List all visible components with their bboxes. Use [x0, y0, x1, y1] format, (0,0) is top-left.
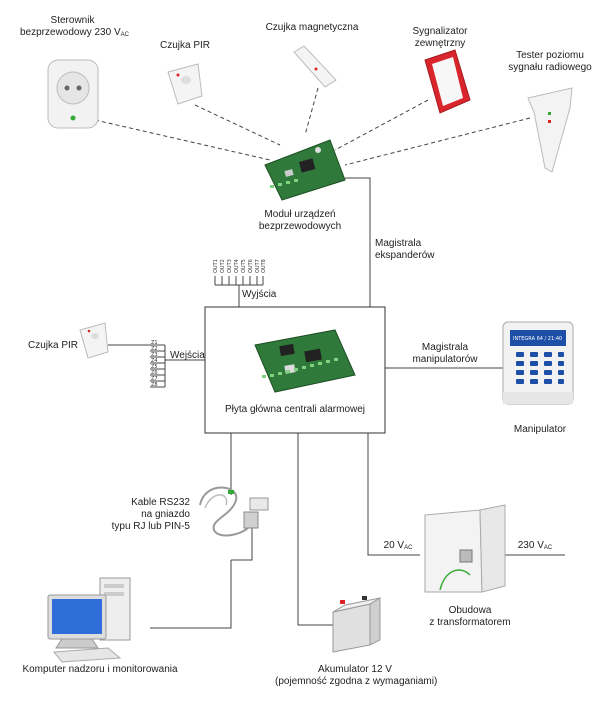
label-main-panel: Płyta główna centrali alarmowej: [224, 404, 366, 415]
label-outputs: Wyjścia: [242, 289, 277, 300]
battery-image: [332, 596, 381, 653]
label-subscript: AC: [404, 545, 413, 551]
label-pir-left: Czujka PIR: [28, 340, 79, 351]
label-line: typu RJ lub PIN-5: [111, 521, 190, 532]
label-line: bezprzewodowych: [258, 221, 342, 232]
input-label: Z7: [151, 376, 158, 382]
label-line: ekspanderów: [375, 250, 435, 261]
output-label: OUT4: [234, 259, 240, 273]
label-pir-top: Czujka PIR: [159, 40, 210, 51]
label-inputs: Wejścia: [170, 350, 205, 361]
label-line: sygnału radiowego: [508, 62, 592, 73]
label-230vac: 230 VAC: [510, 540, 560, 554]
socket-controller-image: [47, 59, 99, 129]
label-signal-tester: Tester poziomu sygnału radiowego: [505, 50, 595, 74]
input-label: Z6: [151, 370, 158, 376]
wireless-links: [94, 87, 531, 166]
label-line: Magistrala: [375, 238, 422, 249]
output-label: OUT1: [213, 259, 219, 273]
label-enclosure: Obudowa z transformatorem: [420, 605, 520, 629]
label-text: 230 V: [517, 540, 544, 551]
input-label: Z8: [151, 382, 158, 388]
output-label: OUT5: [241, 259, 247, 273]
wired-links: [108, 177, 565, 629]
pir-sensor-left-image: [79, 322, 109, 359]
label-subscript: AC: [543, 545, 553, 551]
label-rs232: Kable RS232 na gniazdo typu RJ lub PIN-5: [90, 497, 190, 533]
label-line: Akumulator 12 V: [318, 664, 392, 675]
label-line: Moduł urządzeń: [264, 209, 336, 220]
label-line: Sygnalizator: [412, 26, 468, 37]
label-20vac: 20 VAC: [378, 540, 418, 554]
label-line: Obudowa: [448, 605, 492, 616]
input-terminal-labels: Z1 Z2 Z3 Z4 Z5 Z6 Z7 Z8: [151, 340, 158, 388]
enclosure-image: [424, 504, 506, 593]
wireless-module-image: [264, 139, 346, 201]
label-line: (pojemność zgodna z wymaganiami): [275, 676, 438, 687]
computer-image: [47, 577, 131, 663]
input-label: Z1: [151, 340, 158, 346]
label-keypad: Manipulator: [513, 424, 567, 435]
keypad-display-text: INTEGRA 64 / 21:40: [513, 336, 562, 342]
label-line: Kable RS232: [131, 497, 190, 508]
pir-sensor-top-image: [167, 63, 203, 105]
label-battery: Akumulator 12 V (pojemność zgodna z wyma…: [275, 664, 438, 688]
label-subscript: AC: [120, 32, 129, 38]
label-expander-bus: Magistrala ekspanderów: [375, 238, 455, 262]
label-line: z transformatorem: [429, 617, 511, 628]
label-wireless-module: Moduł urządzeń bezprzewodowych: [250, 209, 350, 233]
main-board-image: [254, 329, 356, 393]
label-line: Sterownik: [50, 15, 95, 26]
magnetic-sensor-image: [293, 45, 337, 88]
input-label: Z3: [151, 352, 158, 358]
output-label: OUT2: [220, 259, 226, 273]
label-text: bezprzewodowy 230 V: [20, 27, 121, 38]
output-label: OUT7: [255, 259, 261, 273]
label-siren: Sygnalizator zewnętrzny: [405, 26, 475, 50]
output-label: OUT3: [227, 259, 233, 273]
label-line: manipulatorów: [412, 354, 478, 365]
input-label: Z5: [151, 364, 158, 370]
signal-tester-image: [527, 87, 573, 173]
label-text: 20 V: [383, 540, 405, 551]
label-socket-controller: Sterownik bezprzewodowy 230 VAC: [20, 15, 129, 41]
input-label: Z2: [151, 346, 158, 352]
input-label: Z4: [151, 358, 158, 364]
label-line: bezprzewodowy 230 VAC: [20, 27, 129, 41]
label-line: Magistrala: [421, 342, 469, 353]
label-keypad-bus: Magistrala manipulatorów: [400, 342, 490, 366]
output-label: OUT8: [261, 259, 267, 273]
keypad-image: INTEGRA 64 / 21:40: [502, 321, 574, 405]
label-line: Tester poziomu: [516, 50, 584, 61]
rs232-cable-image: [199, 486, 269, 537]
label-line: na gniazdo: [141, 509, 190, 520]
label-line: zewnętrzny: [414, 38, 466, 49]
outdoor-siren-image: [424, 49, 471, 114]
label-magnetic-sensor: Czujka magnetyczna: [265, 22, 359, 33]
output-label: OUT6: [248, 259, 254, 273]
output-terminal-labels: OUT1 OUT2 OUT3 OUT4 OUT5 OUT6 OUT7 OUT8: [213, 259, 267, 273]
label-computer: Komputer nadzoru i monitorowania: [22, 664, 178, 675]
